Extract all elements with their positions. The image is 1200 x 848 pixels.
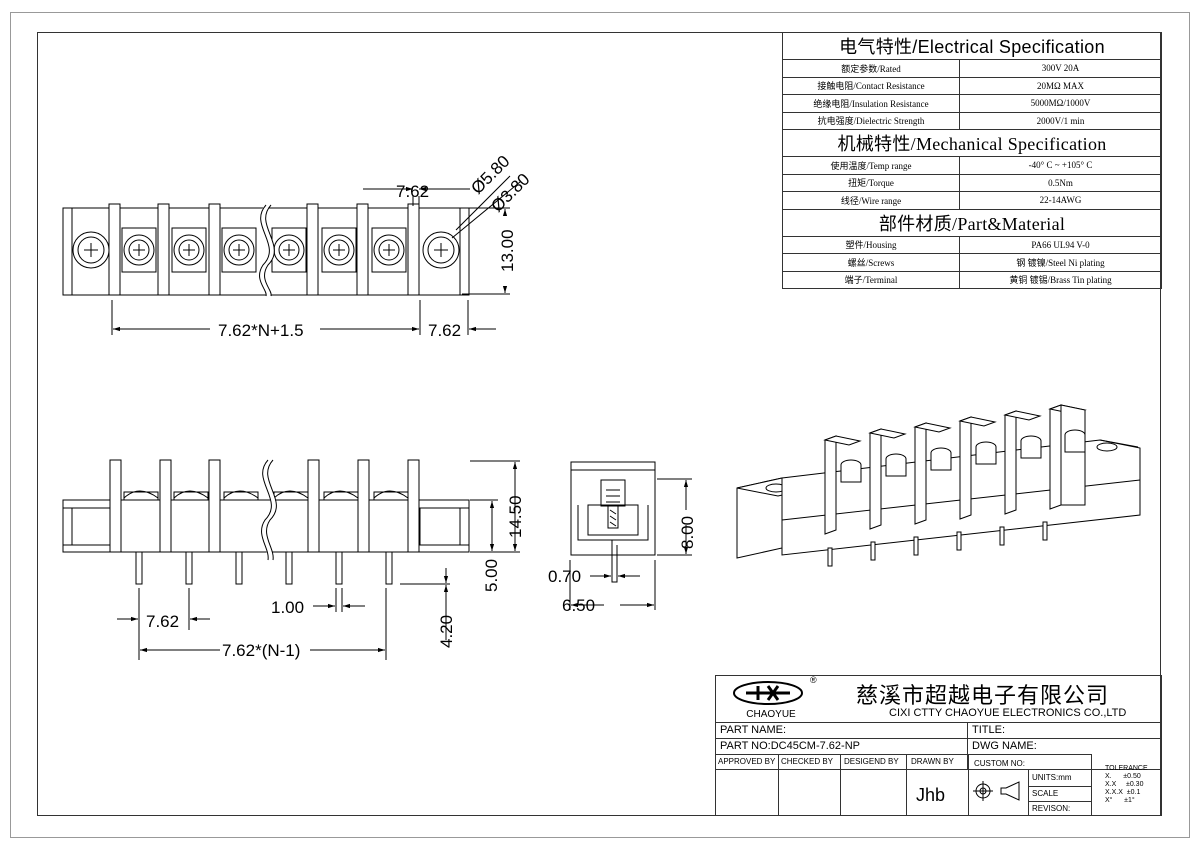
custom-no-label: CUSTOM NO: bbox=[974, 759, 1025, 768]
title-label: TITLE: bbox=[972, 724, 1006, 736]
dim-front-pitch: 7.62 bbox=[146, 612, 179, 631]
company-logo bbox=[733, 681, 803, 705]
part-number: PART NO:DC45CM-7.62-NP bbox=[720, 740, 860, 752]
iso-barriers bbox=[823, 404, 1087, 535]
material-header: 部件材质/Part&Material bbox=[782, 208, 1162, 237]
dim-top-pitch: 7.62 bbox=[396, 182, 429, 201]
mechanical-header: 机械特性/Mechanical Specification bbox=[782, 129, 1162, 157]
top-view bbox=[62, 175, 521, 335]
tolerance-item: X. ±0.50 bbox=[1105, 773, 1141, 780]
barriers-front bbox=[109, 459, 420, 553]
drawing-frame bbox=[37, 32, 1161, 816]
part-name-label: PART NAME: bbox=[720, 724, 787, 736]
side-view bbox=[569, 461, 692, 610]
dim-pin-length: 4.20 bbox=[437, 615, 456, 648]
side-view-labels: 8.00 0.70 6.50 bbox=[548, 516, 697, 615]
iso-pins bbox=[827, 521, 1048, 567]
approved-by-label: APPROVED BY bbox=[718, 757, 776, 766]
drawing-outer-border bbox=[10, 12, 1190, 838]
drawer-name: Jhb bbox=[916, 785, 946, 805]
tolerance-item: X.X ±0.30 bbox=[1105, 781, 1144, 788]
spec-row: 使用温度/Temp range-40° C ~ +105° C bbox=[782, 156, 1162, 175]
pins-front bbox=[135, 551, 393, 585]
logo-area: ® CHAOYUE bbox=[716, 675, 826, 722]
designed-by-label: DESIGEND BY bbox=[844, 757, 899, 766]
company-name-en: CIXI CTTY CHAOYUE ELECTRONICS CO.,LTD bbox=[889, 707, 1127, 719]
dim-end-length: 7.62 bbox=[428, 321, 461, 340]
company-name-cn: 慈溪市超越电子有限公司 bbox=[856, 683, 1110, 708]
front-view-labels: 14.50 5.00 4.20 7.62 1.00 7.62*(N-1) bbox=[146, 495, 525, 660]
units-label: UNITS:mm bbox=[1032, 773, 1072, 782]
projection-symbol-icon bbox=[973, 781, 1020, 801]
spec-table: 电气特性/Electrical Specification 额定参数/Rated… bbox=[782, 32, 1162, 289]
isometric-view bbox=[736, 404, 1141, 567]
tolerance-title: TOLERANCE bbox=[1105, 765, 1148, 772]
checked-by-label: CHECKED BY bbox=[781, 757, 834, 766]
tolerance-item: X° ±1° bbox=[1105, 797, 1135, 804]
dim-side-width: 6.50 bbox=[562, 596, 595, 615]
mounting-hole-left bbox=[72, 231, 110, 269]
screws-top bbox=[121, 227, 407, 273]
screw-heads-front bbox=[123, 490, 409, 501]
logo-text: CHAOYUE bbox=[746, 709, 796, 720]
dim-height-base: 5.00 bbox=[482, 559, 501, 592]
iso-screws bbox=[840, 429, 1086, 483]
dim-pin-width: 1.00 bbox=[271, 598, 304, 617]
dim-height-total: 14.50 bbox=[506, 495, 525, 538]
electrical-header: 电气特性/Electrical Specification bbox=[782, 32, 1162, 60]
dim-pin-span: 7.62*(N-1) bbox=[222, 641, 300, 660]
front-view bbox=[62, 458, 520, 660]
dim-side-height: 8.00 bbox=[678, 516, 697, 549]
dim-top-height: 13.00 bbox=[498, 229, 517, 272]
tolerance-item: X.X.X ±0.1 bbox=[1105, 789, 1141, 796]
mounting-hole-right bbox=[422, 231, 460, 269]
drawn-by-label: DRAWN BY bbox=[911, 757, 954, 766]
dim-overall-length: 7.62*N+1.5 bbox=[218, 321, 304, 340]
top-view-labels: 7.62 Ø5.80 Ø3.80 13.00 7.62*N+1.5 7.62 bbox=[218, 152, 534, 340]
title-block: ® CHAOYUE 慈溪市超越电子有限公司 CIXI CTTY CHAOYUE … bbox=[715, 675, 1162, 816]
registered-mark: ® bbox=[810, 675, 817, 685]
dwg-name-label: DWG NAME: bbox=[972, 740, 1037, 752]
revision-label: REVISON: bbox=[1032, 804, 1071, 813]
scale-label: SCALE bbox=[1032, 789, 1059, 798]
dim-side-pin: 0.70 bbox=[548, 567, 581, 586]
